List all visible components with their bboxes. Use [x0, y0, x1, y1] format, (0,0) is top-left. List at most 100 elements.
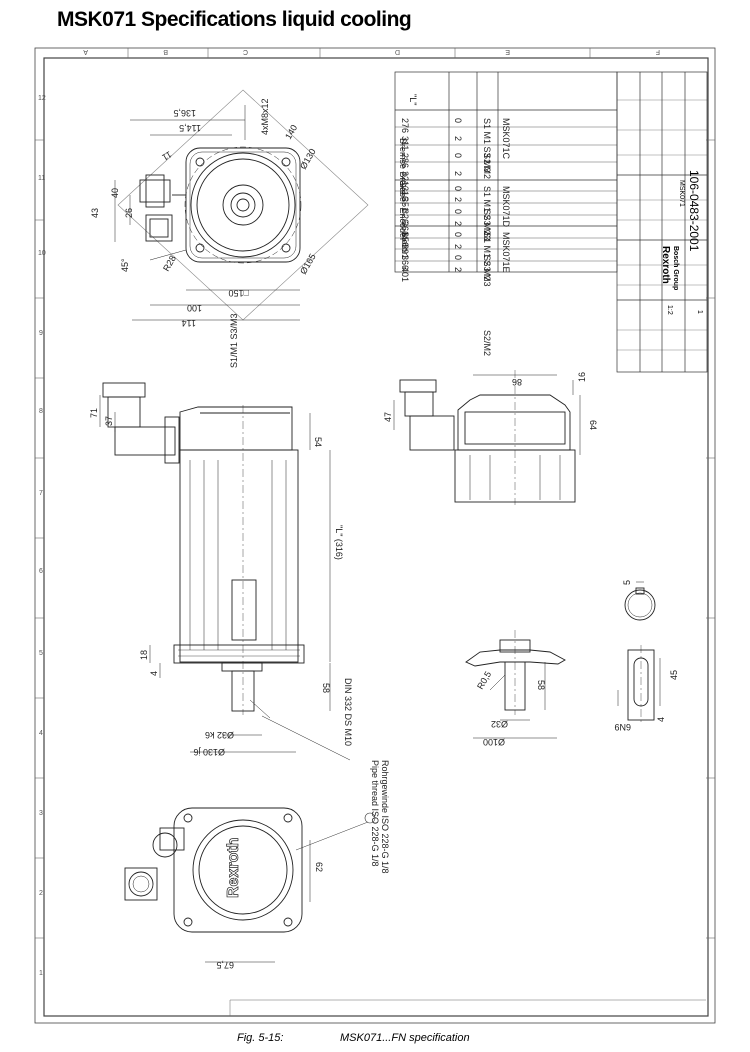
title-block-name: MSK071 [678, 180, 685, 207]
table-cell-brake: 2 [453, 244, 463, 249]
dim-140: 140 [283, 123, 299, 141]
side-view-label: S1/M1 S3/M3 [229, 313, 239, 368]
dim-130j6: Ø130 j6 [193, 747, 225, 757]
dim-32k6: Ø32 k6 [205, 730, 234, 740]
dim-45deg: 45° [120, 258, 130, 272]
dim-11: 11 [160, 149, 173, 162]
dim-114: 114 [182, 318, 196, 328]
table-cell-brake: 2 [453, 136, 463, 141]
dim-54: 54 [313, 437, 323, 447]
figure-caption: MSK071...FN specification [340, 1032, 470, 1044]
length-table-text: "L" Bremse Brake Geber Encoder Motor [398, 94, 418, 255]
title-block-company: Rexroth [660, 246, 671, 284]
frame-letter-c: C [243, 48, 248, 55]
drawing-frame-outer [34, 47, 716, 1024]
dim-150: □150 [229, 288, 249, 298]
frame-letters: A B C D E F [83, 48, 660, 55]
table-cell-l: 316 [400, 186, 410, 201]
table-cell-l: 401 [400, 267, 410, 282]
table-cell-l: 366 [400, 255, 410, 270]
dim-r0-5: R0,5 [475, 670, 493, 691]
title-block-group: Bosch Group [672, 246, 679, 290]
table-cell-l: 321 [400, 171, 410, 186]
table-cell-l: 351 [400, 197, 410, 212]
table-cell-brake: 0 [453, 186, 463, 191]
top-view [393, 370, 581, 505]
table-cell-motor: MSK071C [501, 118, 511, 160]
dim-4: 4 [149, 671, 159, 676]
title-block-drawing-number: 106-0483-2001 [687, 170, 701, 252]
table-cell-brake: 2 [453, 171, 463, 176]
frame-letter-e: E [505, 48, 510, 55]
frame-letter-f: F [656, 48, 660, 55]
rear-view-brand: Rexroth [225, 838, 242, 898]
frame-number-4: 4 [39, 730, 43, 737]
table-cell-l: 276 [400, 118, 410, 133]
dim-58-shaft: 58 [536, 680, 546, 690]
dim-58: 58 [321, 683, 331, 693]
dim-45-key: 45 [669, 670, 679, 680]
title-block-scale: 1:2 [666, 305, 673, 315]
dim-86: 86 [512, 377, 522, 387]
table-cell-brake: 2 [453, 267, 463, 272]
table-cell-l: 311 [400, 136, 410, 150]
table-cell-encoder: S1 M1 S3 M3 [482, 186, 492, 241]
frame-number-1: 1 [39, 970, 43, 977]
dim-136-5: 136,5 [173, 108, 196, 118]
dim-43: 43 [90, 208, 100, 218]
side-view [99, 382, 351, 761]
table-cell-l: 356 [400, 232, 410, 247]
frame-number-3: 3 [39, 810, 43, 817]
title-block-text: Rexroth Bosch Group 106-0483-2001 MSK071… [660, 170, 703, 315]
frame-number-11: 11 [38, 175, 45, 182]
pipe-thread-marker [364, 812, 376, 824]
table-cell-brake: 2 [453, 221, 463, 226]
frame-number-8: 8 [39, 408, 43, 415]
shaft-detail [465, 630, 566, 739]
dim-18: 18 [139, 650, 149, 660]
frame-number-5: 5 [39, 650, 43, 657]
frame-number-2: 2 [39, 890, 43, 897]
dim-32-shaft: Ø32 [491, 719, 508, 729]
dim-130: Ø130 [298, 147, 318, 171]
top-view-label: S2/M2 [482, 330, 492, 356]
frame-letter-d: D [395, 48, 400, 55]
rear-view-text: 62 67,5 [216, 862, 324, 970]
dim-4-key: 4 [656, 717, 666, 722]
table-cell-brake: 0 [453, 118, 463, 123]
drawing-frame-inner [43, 57, 709, 1017]
title-block [616, 71, 708, 373]
table-header-l: "L" [408, 94, 418, 105]
side-view-text: S1/M1 S3/M3 71 37 54 "L" (316) 18 4 58 Ø… [89, 313, 390, 873]
table-cell-motor: MSK071E [501, 232, 511, 273]
frame-number-7: 7 [39, 490, 43, 497]
dim-67-5: 67,5 [216, 960, 234, 970]
frame-number-10: 10 [38, 250, 46, 257]
table-cell-brake: 0 [453, 255, 463, 260]
table-cell-brake: 2 [453, 197, 463, 202]
dim-64: 64 [588, 420, 598, 430]
dim-71: 71 [89, 408, 99, 418]
pipe-thread-note: Pipe thread ISO 228-G 1/8 [370, 760, 380, 867]
frame-number-12: 12 [38, 95, 46, 102]
frame-number-9: 9 [39, 330, 43, 337]
frame-letter-a: A [83, 48, 88, 55]
dim-47: 47 [383, 412, 393, 422]
key-detail-text: 5 6N9 45 4 [614, 580, 679, 732]
frame-numbers: 12 11 10 9 8 7 6 5 4 3 2 1 [38, 95, 46, 977]
dim-100-shaft: Ø100 [483, 737, 505, 747]
frame-letter-b: B [163, 48, 168, 55]
dim-100: 100 [187, 303, 202, 313]
shaft-detail-text: R0,5 58 Ø32 Ø100 [475, 670, 546, 747]
table-cell-brake: 0 [453, 153, 463, 158]
dim-l-316: "L" (316) [334, 525, 344, 560]
table-cell-encoder: S2 M2 [482, 153, 492, 179]
pipe-thread-note-de: Rohrgewinde ISO 228-G 1/8 [380, 760, 390, 874]
page-title: MSK071 Specifications liquid cooling [57, 8, 412, 31]
dim-40: 40 [110, 188, 120, 198]
table-header-brake: Bremse Brake [398, 138, 408, 195]
figure-label: Fig. 5-15: [237, 1032, 284, 1044]
dim-114-5: 114,5 [179, 123, 201, 133]
